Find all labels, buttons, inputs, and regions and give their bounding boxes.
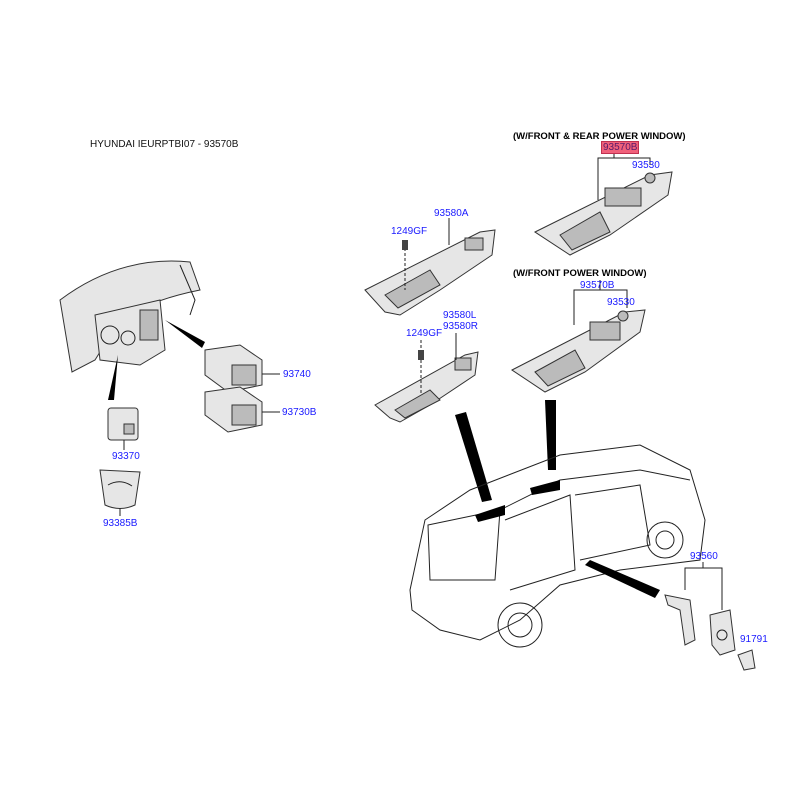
part-label-1249GF[interactable]: 1249GF [391, 226, 428, 237]
pointer-arrow [585, 560, 660, 598]
pointer-arrow [455, 412, 492, 502]
section-header-front-rear: (W/FRONT & REAR POWER WINDOW) [513, 131, 686, 142]
screw-91791 [737, 649, 756, 671]
part-label-91791[interactable]: 91791 [740, 634, 768, 645]
part-label-93580R[interactable]: 93580R [443, 321, 479, 332]
switch-93730B [204, 386, 263, 433]
pointer-arrow [165, 320, 205, 348]
panel-front [511, 309, 646, 393]
dashboard-illustration [59, 260, 201, 373]
armrest-93580LR [374, 351, 479, 423]
part-label-93580A[interactable]: 93580A [434, 208, 469, 219]
switch-93370 [107, 407, 139, 441]
section-header-front: (W/FRONT POWER WINDOW) [513, 268, 647, 279]
part-label-93570B[interactable]: 93570B [580, 280, 615, 291]
part-label-93530[interactable]: 93530 [632, 160, 660, 171]
armrest-93580A [364, 229, 496, 316]
part-label-93570B-highlighted[interactable]: 93570B [601, 141, 640, 154]
page-title: HYUNDAI IEURPTBI07 - 93570B [90, 139, 239, 150]
panel-front-rear [533, 171, 673, 256]
switch-93740 [204, 344, 263, 393]
part-label-93580L[interactable]: 93580L [443, 310, 477, 321]
part-label-93530[interactable]: 93530 [607, 297, 635, 308]
part-label-93740[interactable]: 93740 [283, 369, 311, 380]
bezel-93385B [99, 469, 141, 509]
door-switch-93560 [664, 594, 736, 656]
part-label-93385B[interactable]: 93385B [103, 518, 138, 529]
part-label-93560[interactable]: 93560 [690, 551, 718, 562]
pointer-arrow [108, 355, 118, 400]
screw-1249GF [402, 240, 408, 250]
car-illustration [409, 444, 706, 648]
part-label-1249GF[interactable]: 1249GF [406, 328, 443, 339]
screw-1249GF [418, 350, 424, 360]
part-label-93370[interactable]: 93370 [112, 451, 140, 462]
pointer-arrow [545, 400, 556, 470]
part-label-93730B[interactable]: 93730B [282, 407, 317, 418]
